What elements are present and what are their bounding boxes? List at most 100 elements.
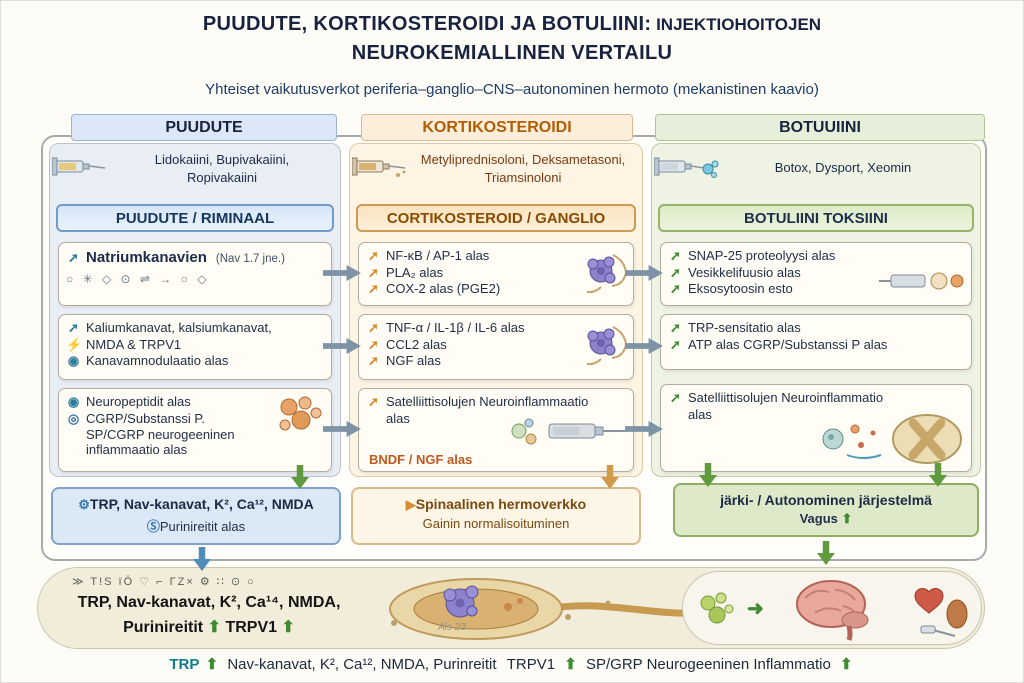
- trend-up-icon: ➚: [670, 264, 681, 280]
- band-text-part: TRPV1: [225, 619, 278, 636]
- box-line: TNF-α / IL-1β / IL-6 alas: [386, 320, 525, 335]
- botuliini-section-header: BOTULIINI TOKSIINI: [658, 204, 974, 232]
- trend-up-icon: ➚: [670, 336, 681, 352]
- legend-footer: TRP ⬆ Nav-kanavat, K², Ca¹², NMDA, Purin…: [1, 655, 1023, 673]
- puudute-summary-box: ⚙TRP, Nav-kanavat, K², Ca¹², NMDA ⓈPurin…: [51, 487, 341, 545]
- legend-trp: TRP: [169, 656, 200, 673]
- trend-up-icon: ➚: [368, 320, 379, 335]
- botuliini-panel: Botox, Dysport, Xeomin BOTULIINI TOKSIIN…: [651, 143, 981, 477]
- trend-up-icon: ➚: [670, 281, 681, 297]
- title-main: PUUDUTE, KORTIKOSTEROIDI JA BOTULIINI:: [202, 13, 652, 35]
- trend-up-icon: ➚: [368, 353, 379, 369]
- summary-line: järki- / Autonominen järjestelmä: [720, 492, 932, 508]
- box-line: PLA₂ alas: [386, 264, 444, 280]
- summary-line: TRP, Nav-kanavat, K², Ca¹², NMDA: [89, 496, 314, 512]
- column-header-puudute: PUUDUTE: [71, 114, 337, 141]
- dot-icon: ◉: [67, 394, 80, 409]
- box-line: COX-2 alas (PGE2): [386, 281, 501, 297]
- kortikosteroidi-section-header: CORTIKOSTEROID / GANGLIO: [356, 204, 636, 232]
- up-arrow-icon: ⬆: [564, 656, 577, 673]
- botuliini-box-trp: ➚TRP-sensitatio alas ➚ATP alas CGRP/Subs…: [660, 314, 972, 370]
- title-suffix: INJEKTIOHOITOJEN: [651, 15, 822, 34]
- puudute-box-kanavat: ➚ Kaliumkanavat, kalsiumkanavat, ⚡NMDA & …: [58, 314, 332, 380]
- vesicle-syringe-illustration: [879, 272, 964, 290]
- box-line: Satelliittisolujen Neuroinflammatio: [688, 390, 884, 405]
- right-arrow-icon: ➜: [747, 598, 764, 620]
- play-icon: ▶: [405, 497, 416, 512]
- box-line: SNAP-25 proteolyysi alas: [688, 248, 836, 263]
- kortikosteroidi-box-nfkb: ➚ NF-κB / AP-1 alas ➚ PLA₂ alas ➚ COX-2 ala…: [358, 242, 634, 306]
- ganglion-cross-section-illustration: [822, 414, 962, 464]
- box-line: CCL2 alas: [386, 336, 447, 352]
- box-line: Kaliumkanavat, kalsiumkanavat,: [86, 320, 272, 335]
- neuron-illustration: [586, 254, 628, 294]
- ring-icon: ◎: [67, 410, 80, 426]
- box-line: Satelliittisolujen Neuroinflammaatio: [386, 394, 589, 409]
- trend-up-icon: ➚: [670, 320, 681, 335]
- botuliini-summary-box: järki- / Autonominen järjestelmä Vagus ⬆: [673, 483, 979, 537]
- summary-line: Spinaalinen hermoverkko: [415, 496, 587, 512]
- box-title: Natriumkanavien: [86, 249, 207, 266]
- organs-illustration: [914, 588, 968, 637]
- up-arrow-icon: ⬆: [840, 656, 853, 673]
- neuron-illustration: [586, 326, 628, 366]
- botuliini-box-snap25: ➚SNAP-25 proteolyysi alas ➚Vesikkelifuus…: [660, 242, 972, 306]
- summary-line: Purinireitit alas: [159, 519, 246, 534]
- botuliini-drug-list: Botox, Dysport, Xeomin: [774, 160, 912, 175]
- trend-up-icon: ➚: [368, 281, 379, 297]
- legend-segment: SP/GRP Neurogeeninen Inflammatio: [586, 656, 831, 673]
- box-line: SP/CGRP neurogeeninen: [86, 427, 235, 443]
- syringe-into-cells-illustration: [511, 418, 625, 445]
- up-arrow-icon: ⬆: [841, 511, 853, 526]
- kortikosteroidi-panel: Metyliprednisoloni, Deksametasoni, Triam…: [349, 143, 643, 477]
- box-line: Neuropeptidit alas: [86, 394, 191, 409]
- box-footer-note: BNDF / NGF alas: [369, 452, 473, 467]
- nerve-illustration: [389, 578, 697, 640]
- box-line: NMDA & TRPV1: [86, 336, 182, 352]
- column-header-kortikosteroidi: KORTIKOSTEROIDI: [361, 114, 633, 141]
- trend-up-icon: ➚: [368, 248, 379, 263]
- syringe-splash-icon: [654, 157, 719, 178]
- botuliini-box-satelliitti: ➚ Satelliittisolujen Neuroinflammatio ala…: [660, 384, 972, 472]
- kortikosteroidi-box-satelliitti: ➚ Satelliittisolujen Neuroinflammaatio al…: [358, 388, 634, 472]
- band-text-part: Purinireitit: [123, 619, 204, 636]
- box-line: NGF alas: [386, 353, 441, 369]
- syringe-icon: [352, 157, 406, 177]
- box-note: (Nav 1.7 jne.): [215, 253, 285, 265]
- up-arrow-icon: ⬆: [207, 619, 221, 636]
- molecule-cluster-icon: [700, 592, 734, 624]
- channel-icons: ○ ✳ ◇ ⊙ ⇌ → ○ ◇: [66, 272, 210, 287]
- summary-line: Vagus: [799, 511, 838, 526]
- trend-up-icon: ➚: [368, 264, 379, 280]
- box-line: alas: [386, 410, 410, 426]
- bolt-icon: ⚡: [66, 336, 83, 352]
- box-line: Eksosytoosin esto: [688, 281, 793, 297]
- box-line: alas: [688, 406, 712, 422]
- box-line: TRP-sensitatio alas: [688, 320, 801, 335]
- band-text-line2: Purinireitit ⬆ TRPV1 ⬆: [44, 617, 374, 637]
- kortikosteroidi-box-sytokiinit: ➚TNF-α / IL-1β / IL-6 alas ➚CCL2 alas ➚N…: [358, 314, 634, 380]
- up-arrow-icon: ⬆: [205, 656, 219, 673]
- cns-pill: ➜: [682, 571, 982, 645]
- decorative-glyph-row: ≫ T!S ïÖ ♡ ⌐ ΓZ× ⚙ ∷ ⊙ ○: [72, 576, 256, 588]
- trend-up-icon: ➚: [368, 394, 379, 409]
- page-title-line2: NEUROKEMIALLINEN VERTAILU: [351, 42, 673, 64]
- kortikosteroidi-drug-list: Metyliprednisoloni, Deksametasoni, Triam…: [420, 152, 626, 185]
- trend-up-icon: ➚: [670, 390, 681, 405]
- box-line: Kanavamnodulaatio alas: [86, 353, 229, 369]
- trend-up-icon: ➚: [68, 250, 79, 265]
- box-line: NF-κB / AP-1 alas: [386, 248, 490, 263]
- page-title: PUUDUTE, KORTIKOSTEROIDI JA BOTULIINI: I…: [1, 13, 1023, 36]
- box-line: CGRP/Substanssi P.: [86, 410, 205, 426]
- legend-segment: Nav-kanavat, K², Ca¹², NMDA, Purinreitit: [227, 656, 497, 673]
- gear-icon: ⚙: [78, 497, 90, 512]
- band-text-line1: TRP, Nav-kanavat, K², Ca¹⁴, NMDA,: [77, 594, 341, 611]
- dot-icon: ◉: [67, 353, 80, 369]
- puudute-box-natriumkanavat: ➚ Natriumkanavien (Nav 1.7 jne.) ○ ✳ ◇ ⊙…: [58, 242, 332, 306]
- watermark-text: Als 23: [438, 622, 466, 633]
- syringe-icon: [52, 157, 106, 176]
- puudute-panel: Lidokaiini, Bupivakaiini, Ropivakaiini P…: [49, 143, 341, 477]
- brain-illustration: [796, 580, 869, 641]
- trend-up-icon: ➚: [68, 320, 79, 335]
- legend-segment: TRPV1: [506, 656, 556, 673]
